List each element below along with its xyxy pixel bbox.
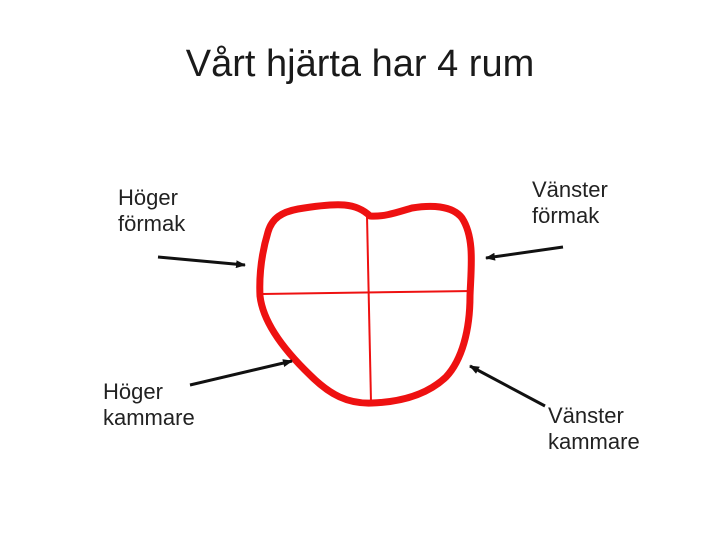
arrow-vanster-kammare (469, 364, 546, 408)
heart-septum (366, 215, 372, 403)
slide-title: Vårt hjärta har 4 rum (185, 43, 535, 85)
label-vanster-kammare-line2: kammare (548, 429, 640, 454)
label-vanster-kammare-line1: Vänster (548, 403, 624, 428)
label-hoger-formak-line2: förmak (118, 211, 186, 236)
arrow-vanster-formak (485, 245, 564, 261)
label-vanster-formak: Vänster förmak (532, 177, 608, 229)
arrow-hoger-formak (157, 255, 246, 269)
heart-valve-plane (261, 290, 474, 295)
arrow-hoger-kammare (189, 359, 293, 387)
label-hoger-kammare-line2: kammare (103, 405, 195, 430)
label-hoger-kammare: Höger kammare (103, 379, 195, 431)
label-hoger-formak-line1: Höger (118, 185, 178, 210)
label-hoger-formak: Höger förmak (118, 185, 185, 237)
label-hoger-kammare-line1: Höger (103, 379, 163, 404)
heart-outline (256, 201, 475, 407)
label-vanster-formak-line2: förmak (532, 203, 600, 228)
label-vanster-kammare: Vänster kammare (548, 403, 640, 455)
label-vanster-formak-line1: Vänster (532, 177, 608, 202)
